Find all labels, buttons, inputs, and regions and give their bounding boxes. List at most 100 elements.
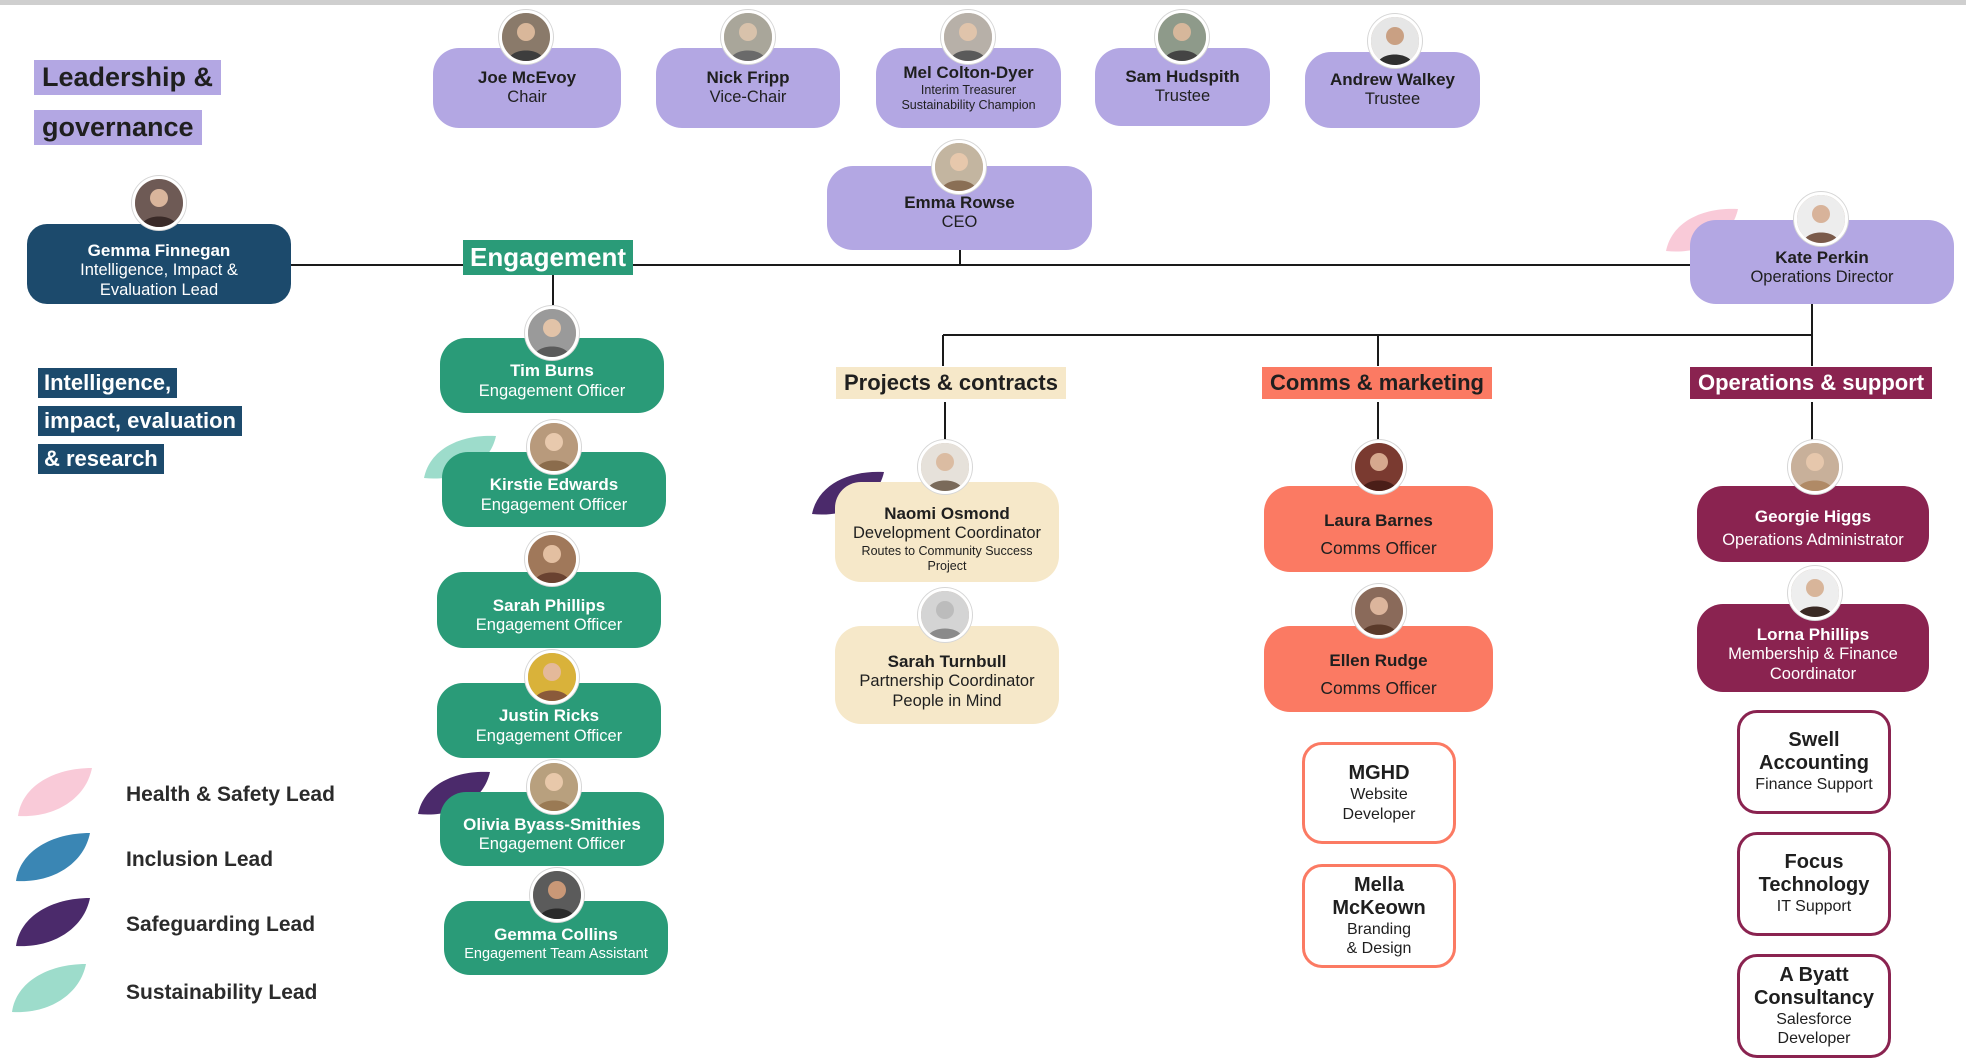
- person-name: Kirstie Edwards: [489, 475, 619, 495]
- person-name: Tim Burns: [510, 361, 594, 381]
- avatar: [1352, 440, 1406, 494]
- person-name: Naomi Osmond: [884, 503, 1010, 523]
- person-role: Membership & Finance: [1728, 645, 1898, 664]
- supplier-name: A Byatt: [1779, 963, 1849, 986]
- sustainability-leaf-icon: [12, 964, 86, 1013]
- health-safety-leaf-icon: [18, 768, 92, 817]
- person-name: Joe McEvoy: [477, 67, 577, 87]
- projects-member-card: Naomi Osmond Development Coordinator Rou…: [835, 482, 1059, 582]
- trustee-card: Andrew Walkey Trustee: [1305, 52, 1480, 128]
- top-divider: [0, 0, 1966, 5]
- person-name: Nick Fripp: [706, 67, 790, 87]
- supplier-name: Accounting: [1759, 752, 1869, 775]
- safeguarding-leaf-icon: [16, 898, 90, 947]
- avatar: [530, 868, 584, 922]
- person-name: Laura Barnes: [1324, 511, 1433, 531]
- supplier-name: McKeown: [1332, 896, 1426, 919]
- leadership-tag-line2: governance: [34, 110, 202, 145]
- supplier-role: Branding: [1346, 920, 1412, 938]
- avatar: [132, 176, 186, 230]
- person-name: Gemma Collins: [494, 925, 618, 945]
- avatar: [1155, 10, 1209, 64]
- operations-tag: Operations & support: [1690, 367, 1933, 399]
- person-role-secondary: Project: [927, 559, 967, 574]
- supplier-name: Swell: [1788, 729, 1840, 752]
- operations-director-card: Kate Perkin Operations Director: [1690, 220, 1954, 304]
- person-role: Operations Administrator: [1722, 531, 1904, 550]
- avatar: [499, 10, 553, 64]
- supplier-role: IT Support: [1776, 898, 1852, 916]
- person-name: Lorna Phillips: [1756, 625, 1870, 644]
- person-name: Georgie Higgs: [1754, 506, 1872, 526]
- avatar: [1794, 192, 1848, 246]
- supplier-name: Mella: [1353, 873, 1405, 896]
- legend-label-inclusion: Inclusion Lead: [126, 848, 274, 871]
- engagement-member-card: Sarah Phillips Engagement Officer: [437, 572, 661, 648]
- person-role: Trustee: [1364, 90, 1421, 109]
- supplier-role: Developer: [1342, 805, 1416, 823]
- person-name: Kate Perkin: [1775, 247, 1869, 267]
- engagement-member-card: Gemma Collins Engagement Team Assistant: [444, 901, 668, 975]
- operations-external-card: Focus Technology IT Support: [1737, 832, 1891, 936]
- projects-member-card: Sarah Turnbull Partnership Coordinator P…: [835, 626, 1059, 724]
- avatar: [1368, 14, 1422, 68]
- engagement-member-card: Kirstie Edwards Engagement Officer: [442, 452, 666, 527]
- avatar: [527, 760, 581, 814]
- avatar: [1788, 440, 1842, 494]
- inclusion-leaf-icon: [16, 833, 90, 882]
- intelligence-tag-line3: & research: [38, 444, 164, 474]
- person-name: Ellen Rudge: [1329, 651, 1428, 671]
- comms-member-card: Ellen Rudge Comms Officer: [1264, 626, 1493, 712]
- avatar: [721, 10, 775, 64]
- supplier-role: Salesforce: [1776, 1010, 1852, 1028]
- comms-member-card: Laura Barnes Comms Officer: [1264, 486, 1493, 572]
- supplier-role: Website: [1350, 786, 1408, 804]
- person-role: Engagement Officer: [478, 381, 626, 400]
- avatar: [918, 588, 972, 642]
- person-role: Engagement Officer: [478, 835, 626, 854]
- comms-external-card: Mella McKeown Branding & Design: [1302, 864, 1456, 968]
- person-role: Interim Treasurer: [920, 83, 1017, 98]
- avatar: [1788, 566, 1842, 620]
- person-role: Coordinator: [1769, 665, 1857, 684]
- intelligence-lead-card: Gemma Finnegan Intelligence, Impact & Ev…: [27, 224, 291, 304]
- legend-label-safeguarding: Safeguarding Lead: [126, 913, 316, 936]
- person-name: Sarah Turnbull: [887, 652, 1007, 671]
- leadership-tag-line1: Leadership &: [34, 60, 222, 95]
- legend-label-health-safety: Health & Safety Lead: [126, 783, 335, 806]
- person-role: Engagement Officer: [480, 495, 628, 514]
- trustee-card: Sam Hudspith Trustee: [1095, 48, 1270, 126]
- comms-external-card: MGHD Website Developer: [1302, 742, 1456, 844]
- person-role: Comms Officer: [1320, 537, 1437, 558]
- avatar: [1352, 584, 1406, 638]
- person-name: Andrew Walkey: [1329, 69, 1456, 89]
- person-role: Chair: [507, 88, 547, 107]
- avatar: [941, 10, 995, 64]
- supplier-name: Technology: [1758, 874, 1870, 897]
- person-role: Vice-Chair: [709, 88, 787, 107]
- avatar: [918, 440, 972, 494]
- person-name: Olivia Byass-Smithies: [463, 814, 641, 834]
- person-name: Sarah Phillips: [492, 595, 606, 615]
- person-role: Operations Director: [1750, 268, 1894, 287]
- person-role: Evaluation Lead: [99, 281, 219, 300]
- supplier-name: Focus: [1784, 851, 1844, 874]
- operations-external-card: Swell Accounting Finance Support: [1737, 710, 1891, 814]
- avatar: [525, 650, 579, 704]
- person-role: People in Mind: [892, 692, 1002, 711]
- person-role-secondary: Routes to Community Success: [861, 544, 1033, 559]
- supplier-role: Developer: [1777, 1030, 1851, 1047]
- person-role: CEO: [941, 213, 978, 232]
- supplier-name: Consultancy: [1753, 986, 1875, 1009]
- supplier-role: Finance Support: [1755, 776, 1873, 794]
- supplier-role: & Design: [1346, 940, 1412, 957]
- person-name: Gemma Finnegan: [87, 241, 231, 260]
- person-name: Justin Ricks: [498, 706, 600, 726]
- person-role: Development Coordinator: [852, 524, 1042, 543]
- person-role: Intelligence, Impact &: [80, 261, 238, 280]
- person-role: Comms Officer: [1320, 677, 1437, 698]
- person-role: Engagement Officer: [475, 726, 623, 745]
- operations-external-card: A Byatt Consultancy Salesforce Developer: [1737, 954, 1891, 1058]
- person-role: Trustee: [1154, 87, 1211, 106]
